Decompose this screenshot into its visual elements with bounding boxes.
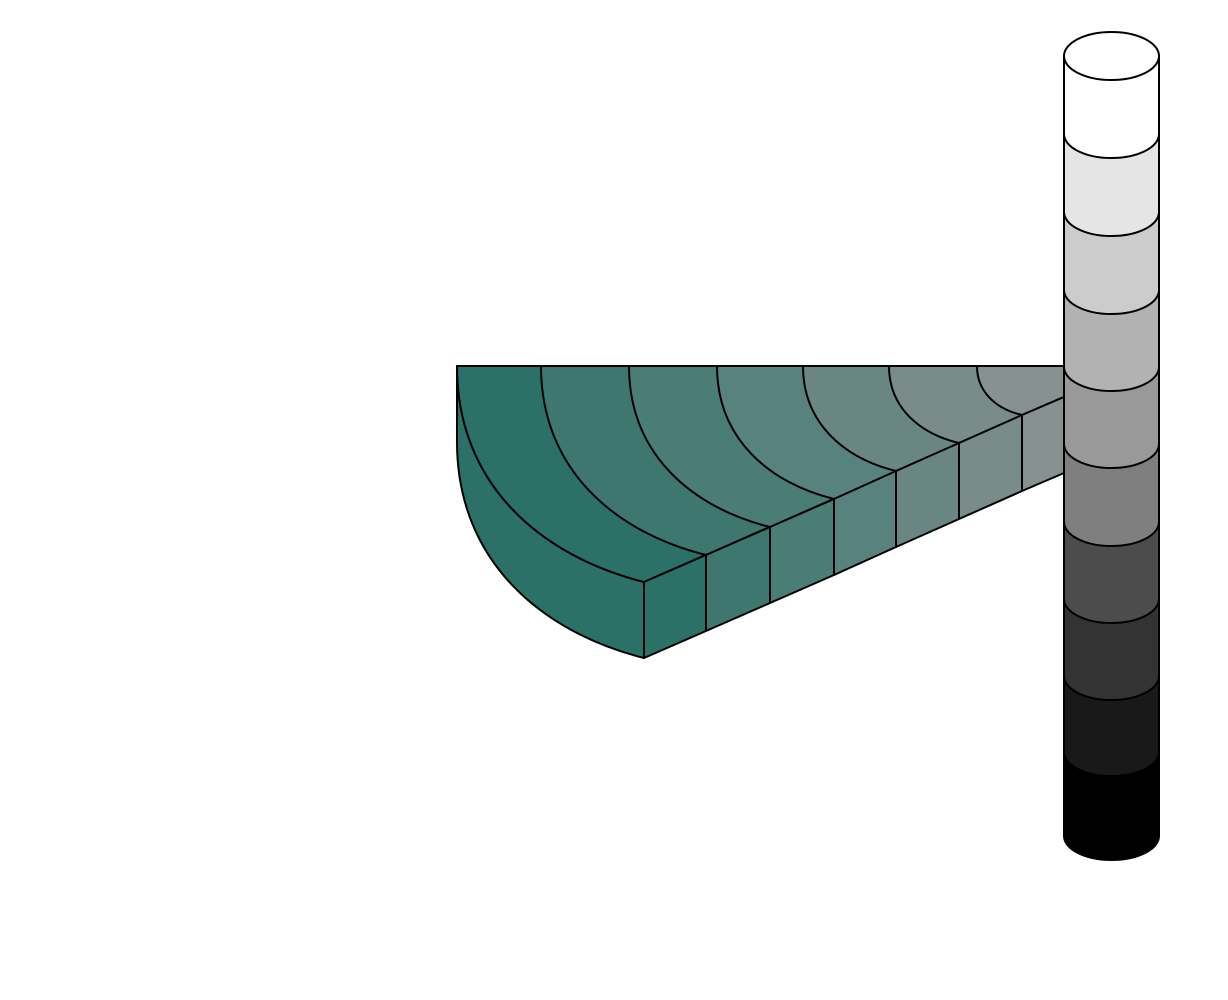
gray-cylinder [1063,31,1160,861]
cylinder-segment-4 [1063,289,1160,392]
cylinder-segment-10 [1063,751,1160,861]
cylinder-segment-8 [1063,598,1160,701]
cylinder-segment-6 [1063,443,1160,547]
cylinder-segment-5 [1063,366,1160,469]
cylinder-segment-2 [1063,133,1160,237]
cylinder-segment-7 [1063,521,1160,624]
cylinder-segment-3 [1063,211,1160,315]
cylinder-segment-1 [1063,55,1160,159]
cylinder-top-cap [1063,31,1160,81]
cylinder-segment-9 [1063,675,1160,777]
hue-wedge [456,365,1111,659]
